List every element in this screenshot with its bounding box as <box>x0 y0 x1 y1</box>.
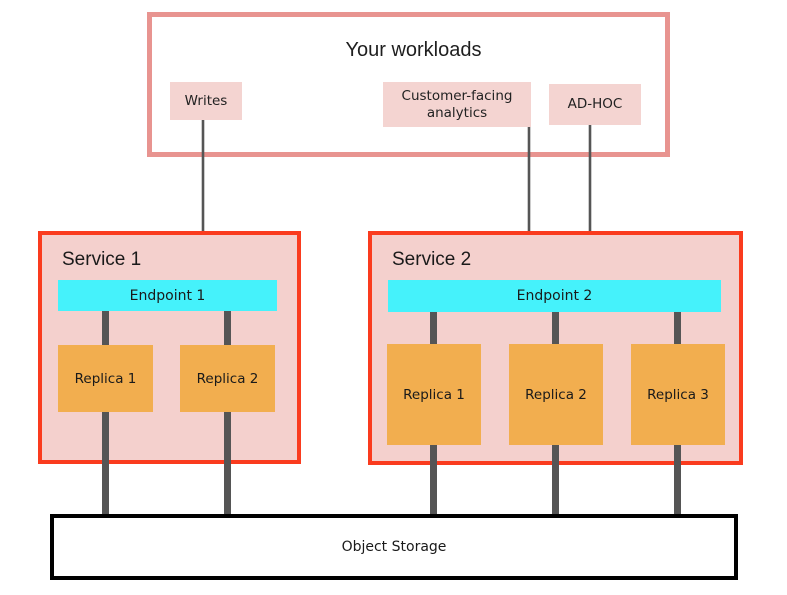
workload-chip-writes[interactable]: Writes <box>170 82 242 120</box>
workload-chip-ad-hoc[interactable]: AD-HOC <box>549 84 641 125</box>
service2-replica-1[interactable]: Replica 1 <box>387 344 481 445</box>
workloads-title: Your workloads <box>345 39 482 61</box>
endpoint-2[interactable]: Endpoint 2 <box>388 280 721 312</box>
connector-service1-replica1-storage <box>102 412 109 516</box>
workload-chip-customer-facing-analytics[interactable]: Customer-facing analytics <box>383 82 531 127</box>
connector-service2-replica1-storage <box>430 445 437 516</box>
service-label-1: Service 1 <box>62 249 142 270</box>
connector-service2-replica3-storage <box>674 445 681 516</box>
connector-service1-replica2-storage <box>224 412 231 516</box>
connector-service2-replica2-storage <box>552 445 559 516</box>
endpoint-1[interactable]: Endpoint 1 <box>58 280 277 311</box>
connector-endpoint1-replica2 <box>224 311 231 346</box>
connector-endpoint2-replica3 <box>674 312 681 345</box>
connector-endpoint2-replica1 <box>430 312 437 345</box>
service2-replica-3[interactable]: Replica 3 <box>631 344 725 445</box>
connector-endpoint2-replica2 <box>552 312 559 345</box>
service2-replica-2[interactable]: Replica 2 <box>509 344 603 445</box>
service1-replica-1[interactable]: Replica 1 <box>58 345 153 412</box>
object-storage-box[interactable]: Object Storage <box>50 514 738 580</box>
service-label-2: Service 2 <box>392 249 472 270</box>
service1-replica-2[interactable]: Replica 2 <box>180 345 275 412</box>
connector-endpoint1-replica1 <box>102 311 109 346</box>
